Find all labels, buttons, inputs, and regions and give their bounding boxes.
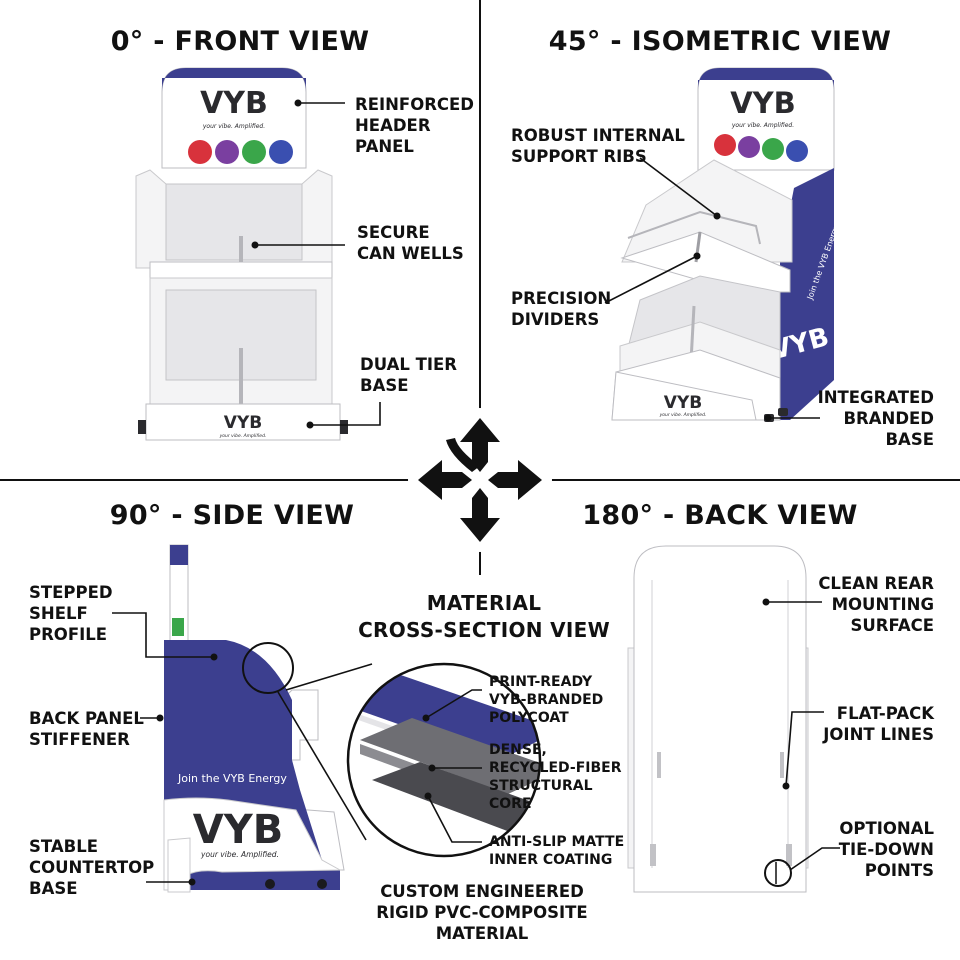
- side-display-illustration: Join the VYB Energy VYB your vibe. Ampli…: [163, 544, 345, 893]
- side-callout-countertop-base-line-3: BASE: [29, 879, 78, 898]
- cross-section-magnified-circle: [346, 662, 542, 858]
- back-callout-joint-lines: FLAT-PACK JOINT LINES: [782, 704, 935, 790]
- back-view: 180° - BACK VIEW CLEAN REAR MOUNTING SUR…: [582, 500, 935, 893]
- isometric-callout-precision-dividers-line-1: PRECISION: [511, 289, 611, 308]
- isometric-display-illustration: VYB your vibe. Amplified. Join the VYB E…: [611, 67, 841, 422]
- isometric-header-tagline: your vibe. Amplified.: [731, 122, 794, 129]
- back-callout-tie-down-points-line-2: TIE-DOWN: [839, 840, 934, 859]
- front-view-display-illustration: VYB your vibe. Amplified. VYB your vibe.…: [135, 67, 348, 441]
- cross-section-polycoat-line-1: PRINT-READY: [489, 674, 593, 690]
- isometric-view-title: 45° - ISOMETRIC VIEW: [549, 26, 891, 57]
- cross-section-callout-core: DENSE, RECYCLED-FIBER STRUCTURAL CORE: [428, 742, 622, 812]
- isometric-base-logo: VYB: [664, 393, 702, 413]
- cross-section-core-line-1: DENSE,: [489, 742, 547, 758]
- isometric-callout-branded-base-line-3: BASE: [885, 430, 934, 449]
- cross-section-inner-coating-line-1: ANTI-SLIP MATTE: [489, 834, 624, 850]
- cross-section-inner-coating-line-2: INNER COATING: [489, 852, 612, 868]
- front-base-tagline: your vibe. Amplified.: [219, 433, 267, 439]
- side-panel-tagline: your vibe. Amplified.: [200, 850, 279, 859]
- front-header-tagline: your vibe. Amplified.: [202, 123, 265, 130]
- isometric-callout-support-ribs-line-2: SUPPORT RIBS: [511, 147, 647, 166]
- back-callout-mounting-surface: CLEAN REAR MOUNTING SURFACE: [762, 574, 934, 635]
- side-callout-stepped-shelf-line-3: PROFILE: [29, 625, 107, 644]
- cross-section-callout-polycoat: PRINT-READY VYB-BRANDED POLYCOAT: [422, 674, 603, 726]
- side-panel-logo: VYB: [193, 807, 283, 853]
- material-cross-section: MATERIAL CROSS-SECTION VIEW PRINT-READY …: [277, 591, 624, 943]
- side-callout-back-panel-stiffener: BACK PANEL STIFFENER: [29, 709, 164, 749]
- isometric-callout-support-ribs-line-1: ROBUST INTERNAL: [511, 126, 685, 145]
- back-view-title: 180° - BACK VIEW: [582, 500, 857, 531]
- cross-section-core-line-2: RECYCLED-FIBER: [489, 760, 622, 776]
- isometric-callout-support-ribs: ROBUST INTERNAL SUPPORT RIBS: [511, 126, 721, 220]
- back-callout-joint-lines-line-2: JOINT LINES: [822, 725, 934, 744]
- isometric-callout-precision-dividers: PRECISION DIVIDERS: [511, 252, 701, 329]
- front-callout-header-panel-line-2: HEADER: [355, 116, 431, 135]
- back-callout-tie-down-points-line-1: OPTIONAL: [839, 819, 934, 838]
- side-callout-back-panel-stiffener-line-2: STIFFENER: [29, 730, 130, 749]
- front-can-row: [188, 140, 293, 164]
- cross-section-caption-line-3: MATERIAL: [436, 924, 529, 943]
- isometric-base-tagline: your vibe. Amplified.: [659, 412, 707, 418]
- cross-section-core-line-4: CORE: [489, 796, 532, 812]
- front-callout-can-wells-line-1: SECURE: [357, 223, 430, 242]
- cross-section-callout-inner-coating: ANTI-SLIP MATTE INNER COATING: [424, 792, 624, 868]
- side-callout-countertop-base-line-2: COUNTERTOP: [29, 858, 154, 877]
- front-callout-can-wells: SECURE CAN WELLS: [251, 223, 464, 263]
- cross-section-core-line-3: STRUCTURAL: [489, 778, 593, 794]
- isometric-callout-branded-base-line-2: BRANDED: [843, 409, 934, 428]
- isometric-callout-branded-base: INTEGRATED BRANDED BASE: [764, 388, 934, 449]
- front-callout-dual-tier-base-line-2: BASE: [360, 376, 409, 395]
- front-base-logo: VYB: [224, 413, 262, 433]
- back-callout-tie-down-points: OPTIONAL TIE-DOWN POINTS: [789, 819, 934, 880]
- cross-section-caption-line-2: RIGID PVC-COMPOSITE: [376, 903, 587, 922]
- isometric-header-logo: VYB: [730, 86, 796, 120]
- side-callout-stepped-shelf-line-2: SHELF: [29, 604, 88, 623]
- side-callout-back-panel-stiffener-line-1: BACK PANEL: [29, 709, 144, 728]
- isometric-callout-branded-base-line-1: INTEGRATED: [818, 388, 934, 407]
- isometric-view: 45° - ISOMETRIC VIEW VYB your vibe. Ampl…: [511, 26, 934, 449]
- back-callout-mounting-surface-line-3: SURFACE: [850, 616, 934, 635]
- cross-section-polycoat-line-3: POLYCOAT: [489, 710, 569, 726]
- isometric-callout-precision-dividers-line-2: DIVIDERS: [511, 310, 599, 329]
- cross-section-caption-line-1: CUSTOM ENGINEERED: [380, 882, 584, 901]
- side-view-title: 90° - SIDE VIEW: [110, 500, 355, 531]
- front-callout-header-panel: REINFORCED HEADER PANEL: [294, 95, 474, 156]
- side-callout-stepped-shelf: STEPPED SHELF PROFILE: [29, 583, 218, 661]
- front-header-logo: VYB: [200, 86, 268, 121]
- front-view: 0° - FRONT VIEW VYB your vibe. Amplified…: [111, 26, 474, 441]
- isometric-can-row: [714, 134, 808, 162]
- cross-section-polycoat-line-2: VYB-BRANDED: [489, 692, 603, 708]
- front-callout-dual-tier-base-line-1: DUAL TIER: [360, 355, 457, 374]
- front-callout-header-panel-line-3: PANEL: [355, 137, 414, 156]
- cross-section-title-line-1: MATERIAL: [427, 591, 542, 615]
- cross-section-title-line-2: CROSS-SECTION VIEW: [358, 618, 610, 642]
- front-view-title: 0° - FRONT VIEW: [111, 26, 370, 57]
- back-callout-mounting-surface-line-2: MOUNTING: [832, 595, 934, 614]
- side-callout-countertop-base-line-1: STABLE: [29, 837, 98, 856]
- back-display-illustration: [627, 545, 809, 893]
- side-callout-countertop-base: STABLE COUNTERTOP BASE: [29, 837, 196, 898]
- back-callout-joint-lines-line-1: FLAT-PACK: [837, 704, 935, 723]
- side-panel-slogan: Join the VYB Energy: [177, 772, 287, 785]
- back-callout-tie-down-points-line-3: POINTS: [865, 861, 934, 880]
- side-callout-stepped-shelf-line-1: STEPPED: [29, 583, 113, 602]
- front-callout-dual-tier-base: DUAL TIER BASE: [306, 355, 457, 429]
- side-view: 90° - SIDE VIEW Join the VYB Energy VYB …: [29, 500, 354, 898]
- back-callout-mounting-surface-line-1: CLEAN REAR: [818, 574, 934, 593]
- quadrant-dividers: [0, 0, 960, 575]
- four-way-arrows-icon: [408, 408, 552, 552]
- front-callout-can-wells-line-2: CAN WELLS: [357, 244, 464, 263]
- front-callout-header-panel-line-1: REINFORCED: [355, 95, 474, 114]
